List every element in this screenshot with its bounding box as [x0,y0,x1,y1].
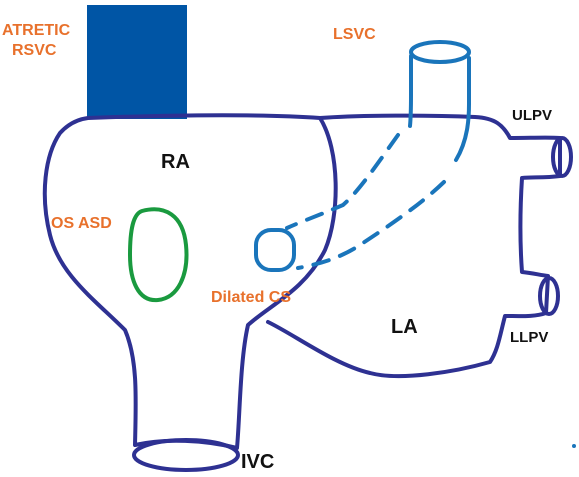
dilated-cs-ostium [254,228,296,272]
os-asd-shape [127,207,189,303]
ulpv-label: ULPV [512,107,552,124]
ra-label: RA [161,151,190,173]
right-atrium-outline [42,113,338,450]
ulpv-opening [551,136,573,178]
lsvc-dashed-course-lower [296,180,446,270]
la-label: LA [391,316,418,338]
ivc-opening [132,438,240,472]
stray-dot [572,444,576,448]
llpv-label: LLPV [510,329,548,346]
lsvc-lower-wall [408,93,413,128]
atretic-rsvc-label-line2: RSVC [12,42,57,59]
llpv-opening [538,276,560,316]
lsvc-label: LSVC [333,26,376,43]
lsvc-right-wall [454,102,471,162]
os-asd-label: OS ASD [51,215,112,232]
dilated-cs-label: Dilated CS [211,289,291,306]
lsvc-top-opening [409,40,471,64]
lsvc-vessel [409,54,471,106]
atretic-rsvc-shape [87,5,187,119]
ivc-label: IVC [241,451,274,473]
left-atrium-outline [266,113,562,379]
atretic-rsvc-label-line1: ATRETIC [2,22,71,39]
lsvc-dashed-course-upper [285,133,400,230]
